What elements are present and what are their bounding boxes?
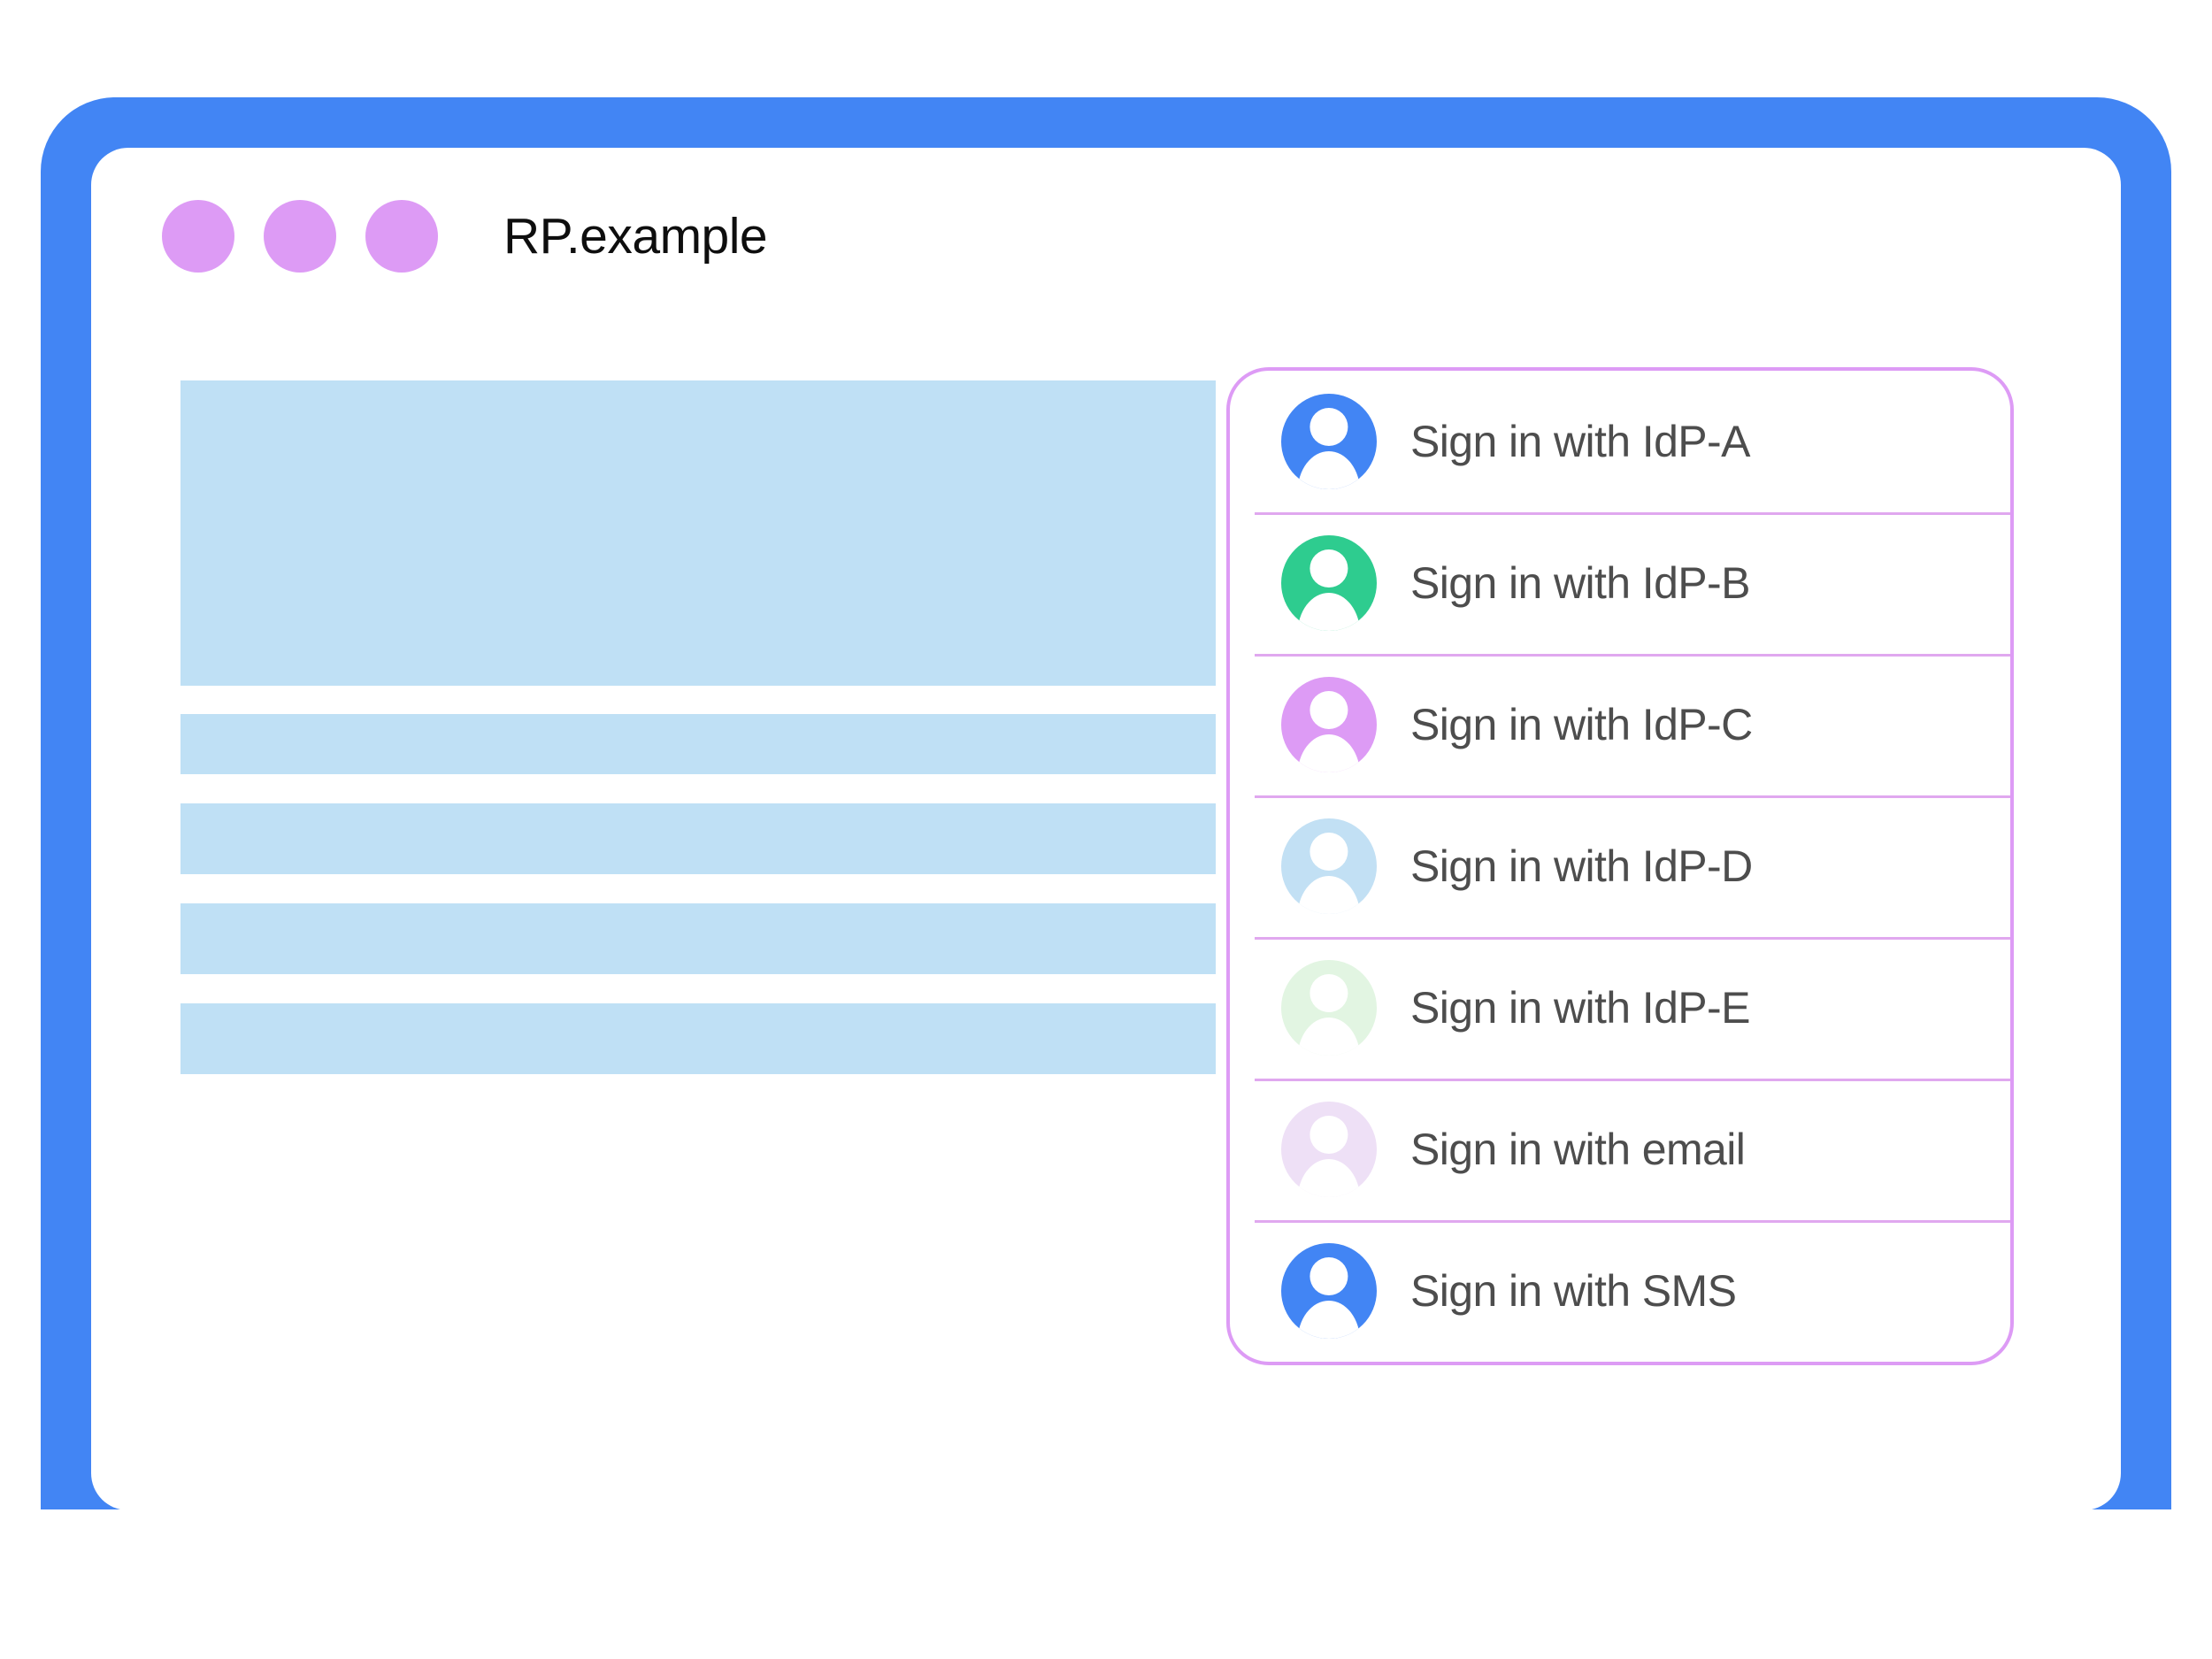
signin-option-row[interactable]: Sign in with IdP-D <box>1230 795 2010 937</box>
signin-option-row[interactable]: Sign in with IdP-E <box>1230 937 2010 1079</box>
page-title: RP.example <box>503 208 768 265</box>
person-avatar-icon <box>1281 1243 1377 1339</box>
person-avatar-icon <box>1281 394 1377 489</box>
signin-option-row[interactable]: Sign in with IdP-C <box>1230 654 2010 795</box>
signin-option-label: Sign in with IdP-A <box>1410 417 1750 466</box>
window-dot-2[interactable] <box>264 200 336 273</box>
signin-option-row[interactable]: Sign in with SMS <box>1230 1220 2010 1362</box>
signin-option-label: Sign in with IdP-B <box>1410 558 1750 608</box>
skeleton-hero-block <box>180 380 1216 686</box>
signin-option-label: Sign in with IdP-C <box>1410 700 1753 749</box>
signin-option-row[interactable]: Sign in with email <box>1230 1079 2010 1220</box>
skeleton-line-1 <box>180 714 1216 774</box>
signin-option-label: Sign in with SMS <box>1410 1266 1737 1316</box>
page-content: Sign in with IdP-A Sign in with IdP-B Sign… <box>91 325 2121 1510</box>
window-dot-1[interactable] <box>162 200 234 273</box>
person-avatar-icon <box>1281 960 1377 1056</box>
window-controls <box>162 200 438 273</box>
person-avatar-icon <box>1281 818 1377 914</box>
signin-option-row[interactable]: Sign in with IdP-B <box>1230 512 2010 654</box>
signin-option-label: Sign in with IdP-E <box>1410 983 1750 1033</box>
person-avatar-icon <box>1281 1102 1377 1197</box>
skeleton-line-3 <box>180 903 1216 974</box>
account-chooser-panel: Sign in with IdP-A Sign in with IdP-B Sign… <box>1226 367 2014 1365</box>
window-dot-3[interactable] <box>365 200 438 273</box>
signin-option-label: Sign in with email <box>1410 1125 1746 1174</box>
browser-titlebar: RP.example <box>91 148 2121 325</box>
signin-option-label: Sign in with IdP-D <box>1410 841 1753 891</box>
person-avatar-icon <box>1281 535 1377 631</box>
skeleton-line-2 <box>180 803 1216 874</box>
signin-option-row[interactable]: Sign in with IdP-A <box>1230 371 2010 512</box>
person-avatar-icon <box>1281 677 1377 772</box>
content-skeleton <box>180 380 1216 1103</box>
skeleton-line-4 <box>180 1003 1216 1074</box>
